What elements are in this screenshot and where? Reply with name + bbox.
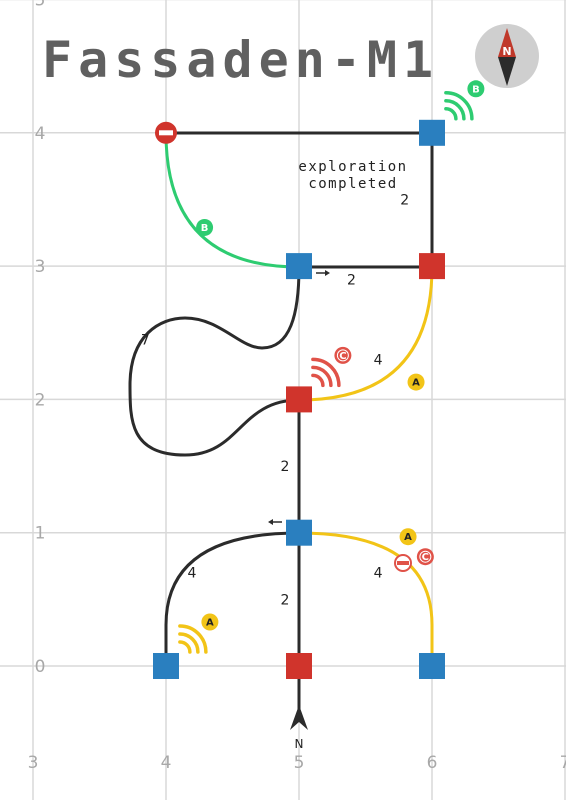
wifi-signal-icon [178,624,208,654]
blue-node [419,119,445,146]
edge-weight-label: 4 [374,352,383,368]
y-tick-label: 4 [35,124,46,144]
y-tick-label: 5 [35,0,46,11]
red-node [419,253,445,280]
badge-a: A [399,528,417,546]
status-line-1: exploration [298,159,407,175]
red-node [286,386,312,413]
red-node [286,653,312,679]
nodes [153,119,445,679]
badge-a: A [201,613,219,631]
signals [178,91,474,654]
badge-b: B [196,218,214,236]
badge-c: C [334,346,352,364]
badge-letter: A [412,378,420,389]
axis-labels: 3 4 5 6 7 0 1 2 3 4 5 [28,0,566,773]
x-tick-label: 5 [294,753,305,773]
badge-letter: B [472,84,480,95]
entry-label: N [295,737,304,751]
edge-labels: 2 4 4 2 7 4 2 2 [141,192,409,608]
edge-weight-label: 2 [400,192,409,208]
compass: N [475,24,539,88]
arrow-right-icon [316,270,330,276]
x-tick-label: 4 [161,753,172,773]
compass-south-needle [498,57,516,86]
compass-north-needle [498,28,516,57]
direction-arrows [268,270,330,525]
x-tick-label: 3 [28,753,39,773]
blocked-marker-small [394,554,412,572]
arrow-left-icon [268,519,282,525]
entry-marker: N [290,705,308,751]
badge-letter: B [201,223,209,234]
edge-n40-n51 [164,531,300,666]
compass-north-label: N [502,45,511,58]
x-tick-label: 7 [560,753,566,773]
edge-n52-n53-loop [128,266,301,457]
blue-node [286,519,312,546]
edge-weight-label: 2 [281,592,290,608]
blue-node [286,253,312,280]
x-tick-label: 6 [427,753,438,773]
edge-n51-n60 [298,531,434,666]
entry-arrow-icon [290,705,308,730]
map-title: Fassaden-M1 [42,31,439,89]
edge-weight-label: 2 [347,272,356,288]
edge-n44-n53 [164,132,300,269]
blue-node [153,653,179,679]
y-tick-label: 0 [35,657,46,677]
badge-a: A [407,373,425,391]
y-tick-label: 1 [35,524,46,544]
edge-weight-label: 7 [141,332,150,348]
edge-weight-label: 4 [187,566,196,582]
badge-letter: A [404,532,412,543]
wifi-signal-icon [311,357,341,388]
edges [128,131,434,712]
blue-node [419,653,445,679]
y-tick-label: 3 [35,257,46,277]
badge-c: C [416,548,434,566]
edge-weight-label: 4 [374,566,383,582]
y-tick-label: 2 [35,390,46,410]
badge-letter: C [422,552,429,563]
edge-weight-label: 2 [281,459,290,475]
badge-letter: C [339,351,346,362]
wifi-signal-icon [444,91,474,121]
edge-n52-n63 [298,266,434,402]
status-line-2: completed [308,176,397,192]
blocked-node-icon [155,121,177,144]
badge-letter: A [206,618,214,629]
badge-b: B [467,80,485,98]
